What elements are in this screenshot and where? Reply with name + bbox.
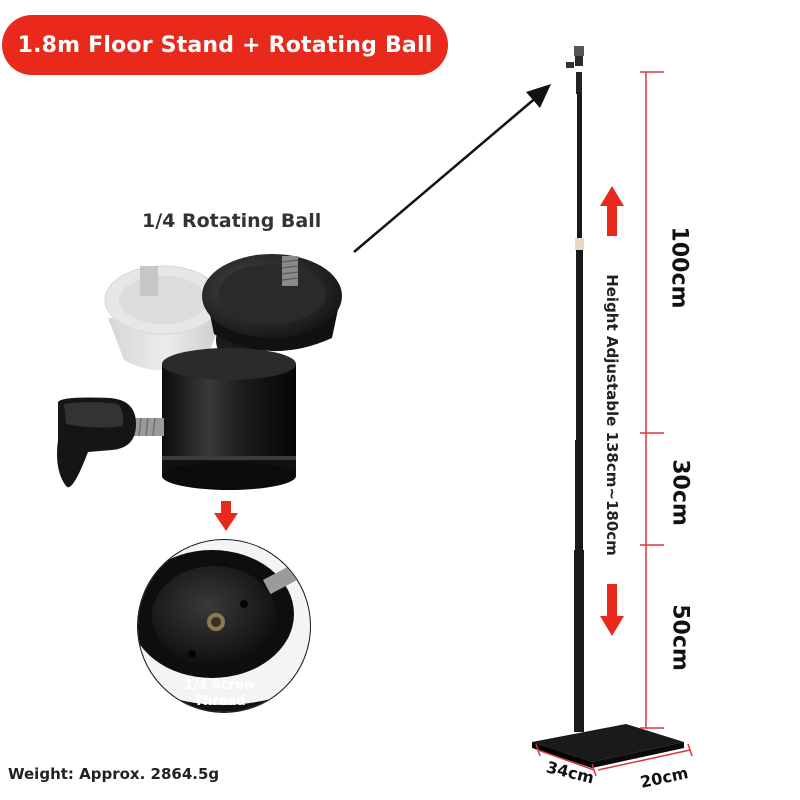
- screw-thread-label-line1: 1/4 Screw: [184, 678, 256, 693]
- arrow-down-icon: [600, 584, 624, 636]
- height-adjustable-label: Height Adjustable 138cm~180cm: [603, 274, 621, 556]
- floor-stand: [532, 46, 684, 768]
- dimension-segment-bottom: 50cm: [667, 604, 693, 671]
- screw-thread-detail: [137, 539, 311, 713]
- dimension-lines: [535, 71, 693, 777]
- dimension-segment-middle: 30cm: [667, 459, 693, 526]
- page-title: 1.8m Floor Stand + Rotating Ball: [17, 32, 433, 58]
- locking-knob: [57, 397, 164, 488]
- dimension-segment-top: 100cm: [666, 226, 692, 309]
- screw-thread-label: 1/4 Screw Thread: [165, 678, 275, 710]
- screw-thread-label-line2: Thread: [194, 694, 246, 709]
- arrow-up-icon: [600, 186, 624, 236]
- ball-head-body: [162, 348, 296, 490]
- rotating-ball-label: 1/4 Rotating Ball: [142, 210, 322, 232]
- arrow-down-icon: [214, 501, 238, 531]
- product-title-badge: 1.8m Floor Stand + Rotating Ball: [2, 15, 448, 75]
- pointer-arrow-icon: [353, 84, 551, 253]
- ball-head-top-plate: [202, 254, 342, 364]
- weight-label: Weight: Approx. 2864.5g: [8, 765, 220, 783]
